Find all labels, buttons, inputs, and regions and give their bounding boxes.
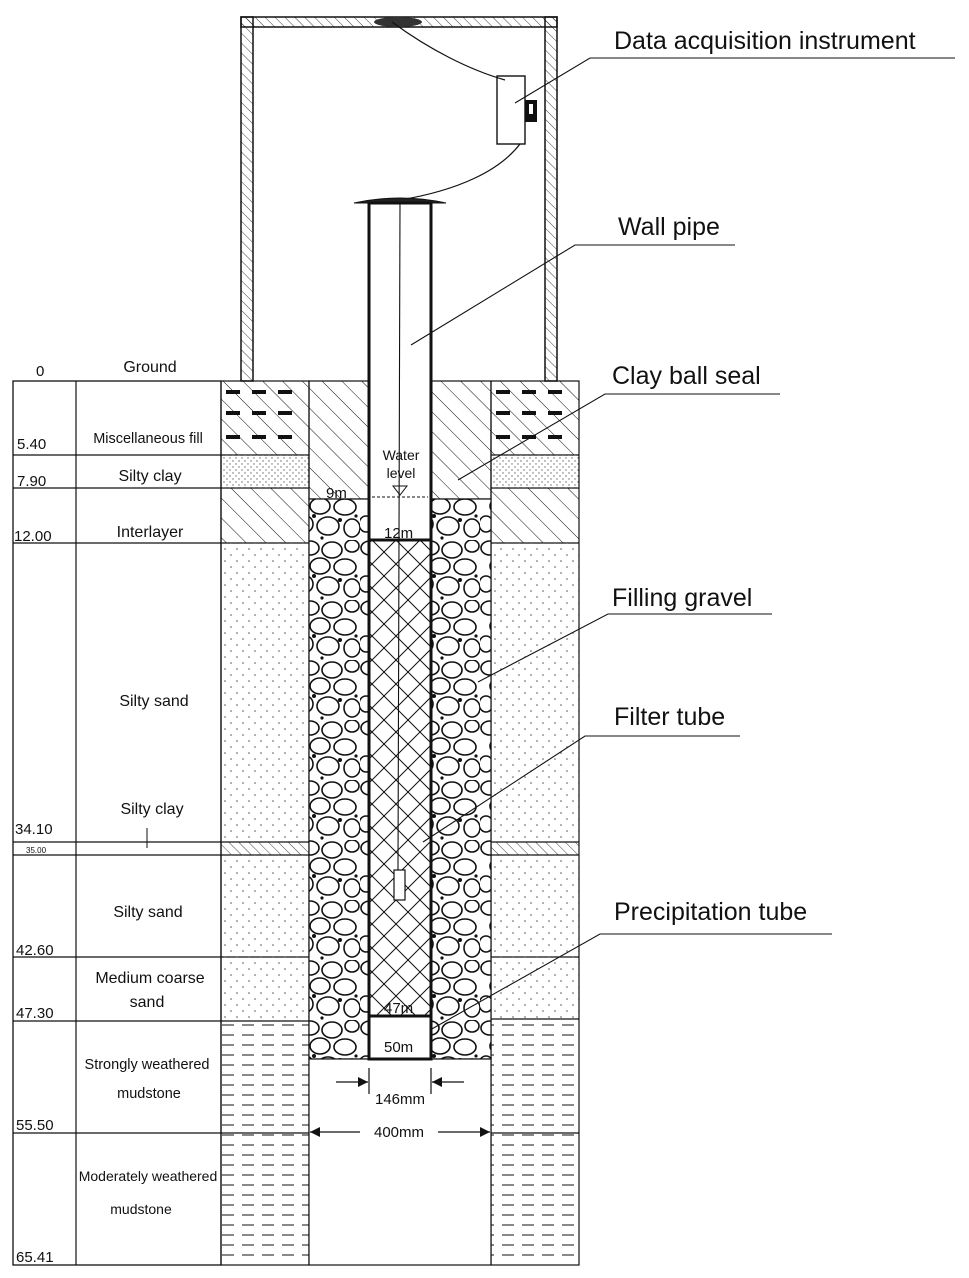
- layer-depth: 47.30: [16, 1005, 54, 1022]
- layer-name: Silty sand: [119, 693, 188, 710]
- label-filter-tube: Filter tube: [614, 703, 725, 731]
- cable-roof: [391, 21, 506, 81]
- label-wall-pipe: Wall pipe: [618, 213, 720, 241]
- label-precipitation-tube: Precipitation tube: [614, 898, 807, 926]
- depth-12m: 12m: [384, 525, 413, 542]
- fill-dash-marks: [226, 390, 562, 439]
- layer-depth: 5.40: [17, 436, 46, 453]
- layer-depth: 42.60: [16, 942, 54, 959]
- clay-ball-seal: [308, 380, 492, 500]
- sensor-cable: [397, 202, 401, 871]
- layer-name: Interlayer: [117, 524, 184, 541]
- label-water-level-1: Water: [383, 447, 420, 463]
- label-clay-ball-seal: Clay ball seal: [612, 362, 761, 390]
- filter-tube-section: [367, 538, 433, 1018]
- ground-depth: 0: [36, 363, 44, 380]
- dimension-outer-label: 400mm: [374, 1124, 424, 1141]
- ground-label: Ground: [123, 359, 176, 376]
- layer-name: Medium coarse: [95, 970, 204, 987]
- layer-depth: 55.50: [16, 1117, 54, 1134]
- layer-name: Miscellaneous fill: [93, 431, 203, 447]
- layer-name: mudstone: [117, 1086, 181, 1102]
- layer-name: Strongly weathered: [85, 1057, 210, 1073]
- borehole-bottom-area: [308, 1058, 492, 1266]
- cable-pipe: [399, 143, 521, 201]
- dimension-inner-label: 146mm: [375, 1091, 425, 1108]
- layer-name: Silty clay: [120, 801, 183, 818]
- layer-depth: 7.90: [17, 473, 46, 490]
- layer-depth: 12.00: [14, 528, 52, 545]
- depth-47m: 47m: [384, 1000, 413, 1017]
- layer-name: Moderately weathered: [79, 1168, 218, 1184]
- soil-right-column: [490, 380, 580, 1266]
- layer-depth: 65.41: [16, 1249, 54, 1266]
- water-level-marker: [372, 485, 428, 498]
- label-water-level-2: level: [387, 465, 416, 481]
- depth-50m: 50m: [384, 1039, 413, 1056]
- water-level-sensor: [393, 869, 406, 901]
- dimension-inner: [336, 1068, 464, 1094]
- layer-depth: 35.00: [26, 846, 47, 855]
- layer-name: mudstone: [110, 1201, 172, 1217]
- roof-sensor: [374, 17, 422, 27]
- layer-name: sand: [130, 994, 165, 1011]
- data-acquisition-box: [496, 75, 537, 145]
- leader-lines: [410, 57, 955, 1031]
- layer-name: Silty clay: [118, 468, 181, 485]
- layer-depth: 34.10: [15, 821, 53, 838]
- soil-left-column: [220, 380, 310, 1266]
- depth-9m: 9m: [326, 485, 347, 502]
- layer-name: Silty sand: [113, 904, 182, 921]
- label-data-acquisition: Data acquisition instrument: [614, 27, 916, 55]
- filling-gravel-zone: [308, 498, 492, 1060]
- label-filling-gravel: Filling gravel: [612, 584, 752, 612]
- precipitation-tube-section: [367, 1014, 433, 1061]
